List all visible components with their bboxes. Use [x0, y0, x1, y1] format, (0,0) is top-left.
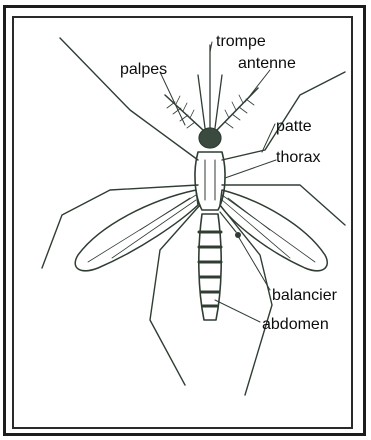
right-wing — [220, 190, 327, 271]
label-balancier: balancier — [272, 287, 338, 304]
label-abdomen: abdomen — [262, 316, 329, 333]
label-trompe: trompe — [216, 33, 266, 50]
abdomen-body — [199, 214, 221, 320]
head — [199, 128, 221, 148]
left-wing — [75, 190, 198, 271]
leader-lines — [160, 42, 276, 322]
label-antenne: antenne — [238, 55, 296, 72]
legs-left — [42, 38, 200, 385]
label-palpes: palpes — [120, 61, 167, 78]
label-patte: patte — [276, 118, 312, 135]
label-thorax: thorax — [276, 149, 320, 166]
